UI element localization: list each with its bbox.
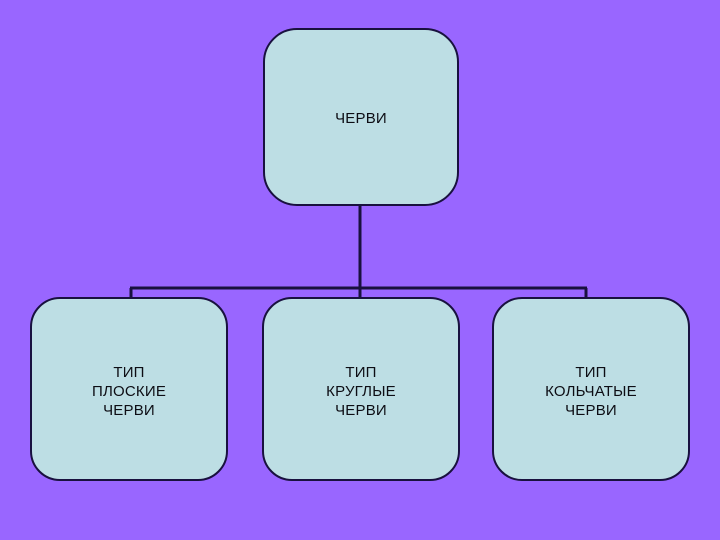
- node-flatworms-label: ТИП ПЛОСКИЕ ЧЕРВИ: [91, 363, 167, 419]
- node-root: ЧЕРВИ: [263, 28, 459, 206]
- node-root-label: ЧЕРВИ: [335, 110, 387, 127]
- node-annelids-label: ТИП КОЛЬЧАТЫЕ ЧЕРВИ: [545, 363, 637, 419]
- node-roundworms: ТИП КРУГЛЫЕ ЧЕРВИ: [262, 297, 460, 481]
- node-roundworms-label: ТИП КРУГЛЫЕ ЧЕРВИ: [326, 363, 396, 419]
- node-flatworms: ТИП ПЛОСКИЕ ЧЕРВИ: [30, 297, 228, 481]
- node-annelids: ТИП КОЛЬЧАТЫЕ ЧЕРВИ: [492, 297, 690, 481]
